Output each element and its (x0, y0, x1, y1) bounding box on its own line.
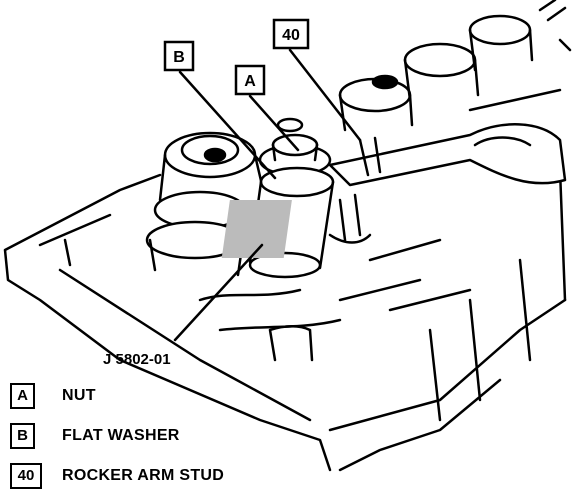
rocker-arm-stud (358, 136, 382, 177)
callout-a: A (234, 64, 266, 96)
leader-a (248, 94, 300, 152)
legend-label: ROCKER ARM STUD (62, 467, 225, 484)
callout-a-key: A (244, 73, 256, 90)
wrench (328, 123, 567, 187)
cylinder-head-outline (3, 38, 572, 472)
leader-b (178, 70, 277, 180)
left-valve-assembly (145, 131, 264, 277)
legend-item-rocker-arm-stud: 40 ROCKER ARM STUD (10, 463, 310, 493)
right-valve-assembly (338, 0, 567, 132)
legend-label: NUT (62, 387, 96, 404)
legend-item-flat-washer: B FLAT WASHER (10, 423, 310, 453)
legend-key: A (10, 383, 35, 409)
callout-b-key: B (173, 49, 185, 66)
callout-40-key: 40 (282, 27, 300, 44)
legend-item-nut: A NUT (10, 383, 310, 413)
tool-label: J 5802-01 (103, 351, 171, 368)
legend-label: FLAT WASHER (62, 427, 180, 444)
tool-socket (221, 166, 335, 279)
callout-40: 40 (272, 18, 310, 50)
legend-key: B (10, 423, 35, 449)
leader-tool (173, 243, 264, 342)
legend-key: 40 (10, 463, 42, 489)
leader-40 (288, 48, 362, 142)
callout-b: B (163, 40, 195, 72)
